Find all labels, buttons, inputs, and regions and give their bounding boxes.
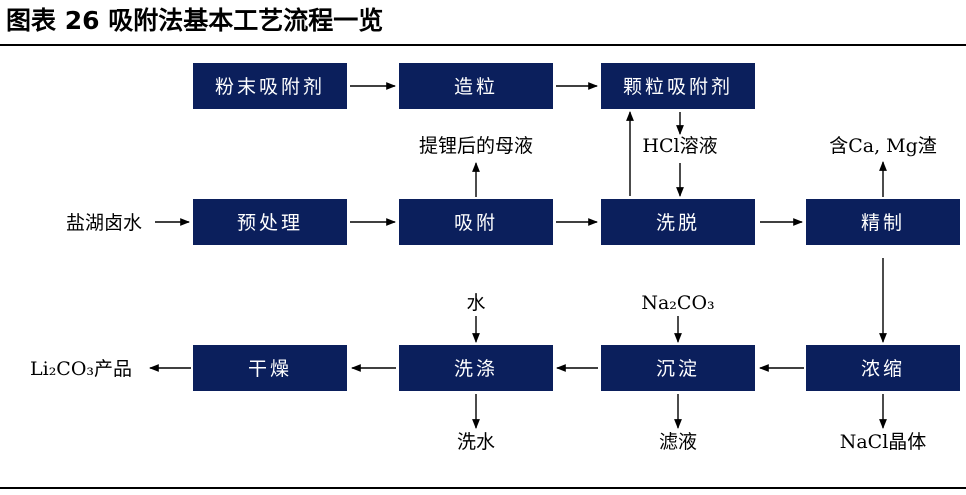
label-tail-liquid: 提锂后的母液: [419, 135, 533, 157]
label-ca-mg-residue: 含Ca, Mg渣: [829, 135, 937, 157]
label-nacl-crystal: NaCl晶体: [840, 431, 927, 453]
step-label: 粉末吸附剂: [215, 76, 325, 98]
page-title: 图表 26 吸附法基本工艺流程一览: [6, 6, 384, 35]
label-salt-lake-brine: 盐湖卤水: [66, 212, 142, 234]
step-precipitation: 沉淀: [601, 345, 755, 391]
step-pretreatment: 预处理: [193, 199, 347, 245]
step-label: 干燥: [248, 358, 292, 380]
label-water-in: 水: [466, 292, 485, 314]
step-washing: 洗涤: [399, 345, 553, 391]
step-label: 洗涤: [454, 358, 498, 380]
step-adsorption: 吸附: [399, 199, 553, 245]
flow-arrows: [149, 82, 887, 429]
label-wash-water: 洗水: [457, 431, 495, 453]
label-li2co3-product: Li₂CO₃产品: [30, 358, 132, 380]
step-label: 造粒: [454, 76, 498, 98]
step-granular-adsorbent: 颗粒吸附剂: [601, 63, 755, 109]
step-label: 精制: [861, 212, 905, 234]
step-powder-adsorbent: 粉末吸附剂: [193, 63, 347, 109]
step-refining: 精制: [806, 199, 960, 245]
step-label: 预处理: [237, 212, 303, 234]
step-label: 吸附: [454, 212, 498, 234]
step-drying: 干燥: [193, 345, 347, 391]
title-rule: [0, 44, 966, 46]
label-na2co3: Na₂CO₃: [641, 292, 714, 314]
label-hcl-solution: HCl溶液: [642, 135, 717, 157]
step-label: 颗粒吸附剂: [623, 76, 733, 98]
step-label: 洗脱: [656, 212, 700, 234]
step-granulation: 造粒: [399, 63, 553, 109]
step-label: 浓缩: [861, 358, 905, 380]
step-elution: 洗脱: [601, 199, 755, 245]
step-label: 沉淀: [656, 358, 700, 380]
bottom-rule: [0, 487, 966, 489]
step-concentration: 浓缩: [806, 345, 960, 391]
label-filtrate: 滤液: [659, 431, 697, 453]
